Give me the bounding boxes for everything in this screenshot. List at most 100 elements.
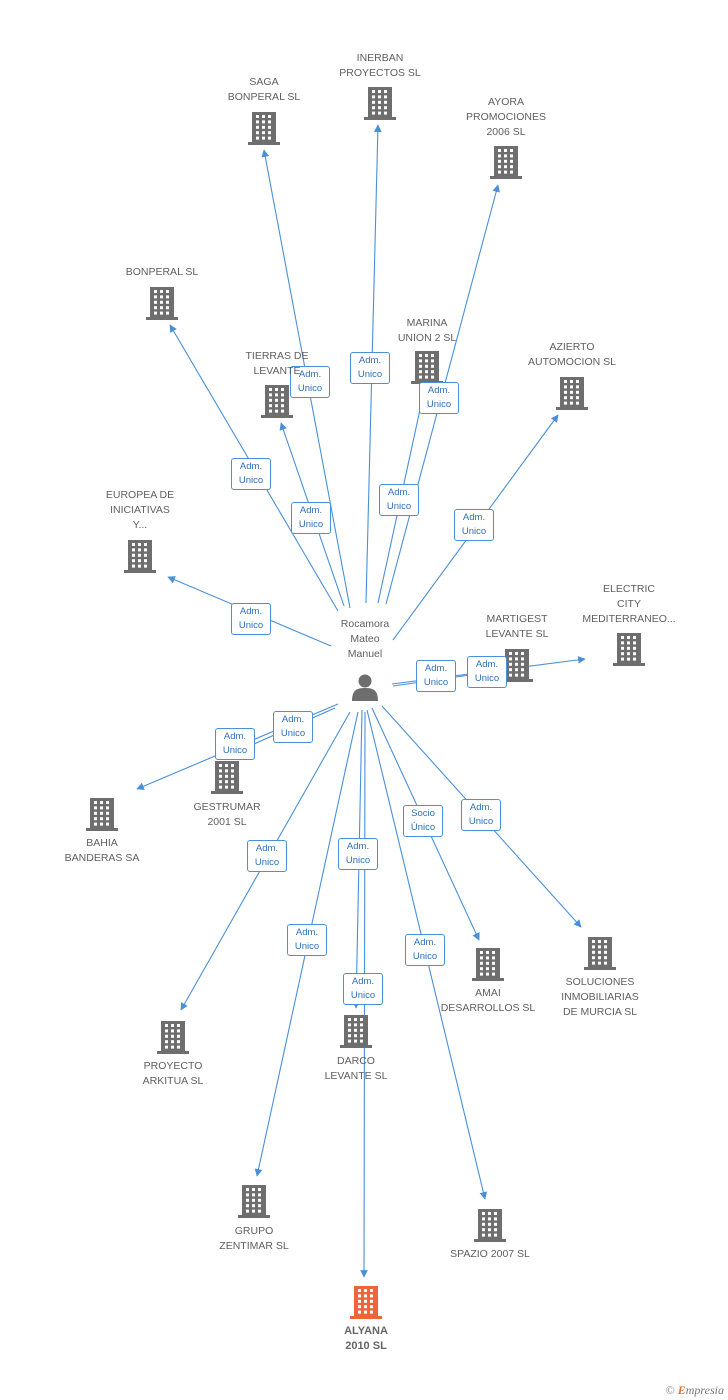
role-text: Adm.: [299, 505, 323, 516]
building-icon[interactable]: [472, 948, 504, 981]
role-badge-bonperal[interactable]: Adm.Unico: [231, 458, 271, 490]
role-badge-proyecto[interactable]: Adm.Unico: [247, 840, 287, 872]
person-icon[interactable]: [352, 674, 378, 702]
building-icon[interactable]: [248, 112, 280, 145]
role-text: Unico: [468, 816, 494, 827]
person-label-line: Mateo: [350, 633, 380, 645]
building-icon[interactable]: [584, 937, 616, 970]
company-label-martigest-line: LEVANTE SL: [485, 628, 549, 640]
building-icon[interactable]: [211, 761, 243, 794]
role-text: Adm.: [239, 606, 263, 617]
building-icon[interactable]: [340, 1015, 372, 1048]
company-label-bahia-line: BAHIA: [86, 837, 118, 849]
company-label-europea[interactable]: EUROPEA DE INICIATIVAS Y...: [106, 488, 174, 533]
company-label-bahia[interactable]: BAHIA BANDERAS SA: [65, 836, 140, 866]
building-icon[interactable]: [411, 351, 443, 384]
role-text: Adm.: [469, 802, 493, 813]
role-badge-zentimar[interactable]: Adm.Unico: [287, 924, 327, 956]
role-badge-tierras[interactable]: Adm. Unico: [291, 502, 331, 534]
role-badge-europea[interactable]: Adm.Unico: [231, 603, 271, 635]
company-label-zentimar-line: ZENTIMAR SL: [219, 1240, 289, 1252]
building-icon[interactable]: [613, 633, 645, 666]
role-badge-inerban[interactable]: Adm.Unico: [350, 352, 390, 384]
role-text: Unico: [386, 501, 412, 512]
role-badge-darco[interactable]: Adm.Unico: [343, 973, 383, 1005]
company-label-ayora[interactable]: AYORA PROMOCIONES 2006 SL: [466, 95, 546, 140]
role-text: Adm.: [351, 976, 375, 987]
role-text: Unico: [294, 941, 320, 952]
building-icon[interactable]: [501, 649, 533, 682]
company-label-bonperal[interactable]: BONPERAL SL: [126, 265, 199, 280]
building-icon[interactable]: [124, 540, 156, 573]
role-text: Unico: [254, 857, 280, 868]
role-badge-marina[interactable]: Adm.Unico: [379, 484, 419, 516]
role-text: Adm.: [346, 841, 370, 852]
role-text: Unico: [238, 475, 264, 486]
company-label-europea-line: Y...: [132, 519, 148, 531]
role-badge-spazio[interactable]: Adm. Unico: [405, 934, 445, 966]
company-label-ayora-line: PROMOCIONES: [466, 111, 546, 123]
company-label-zentimar-line: GRUPO: [234, 1225, 274, 1237]
role-text: Unico: [412, 951, 438, 962]
company-label-marina-line: MARINA: [406, 317, 448, 329]
company-label-darco-line: DARCO: [337, 1055, 375, 1067]
company-label-europea-line: INICIATIVAS: [110, 504, 170, 516]
building-icon[interactable]: [157, 1021, 189, 1054]
company-label-azierto-line: AZIERTO: [549, 341, 595, 353]
role-text: Unico: [298, 519, 324, 530]
company-label-soluciones-line: SOLUCIONES: [565, 976, 635, 988]
building-icon[interactable]: [556, 377, 588, 410]
company-label-tierras-line: LEVANTE: [253, 365, 301, 377]
role-badge-alyana[interactable]: Adm.Unico: [338, 838, 378, 870]
role-badge-gestrumar[interactable]: Adm.Unico: [273, 711, 313, 743]
building-icon[interactable]: [261, 385, 293, 418]
building-icon[interactable]: [350, 1286, 382, 1319]
company-label-azierto-line: AUTOMOCION SL: [528, 356, 616, 368]
building-icon[interactable]: [490, 146, 522, 179]
role-badge-ayora[interactable]: Adm.Unico: [419, 382, 459, 414]
role-text: Adm.: [358, 355, 382, 366]
company-label-ayora-line: AYORA: [488, 96, 524, 108]
role-text: Unico: [423, 677, 449, 688]
building-icon[interactable]: [364, 87, 396, 120]
role-badge-bahia[interactable]: Adm.Unico: [215, 728, 255, 760]
company-label-soluciones-line: DE MURCIA SL: [562, 1006, 638, 1018]
role-text: Unico: [474, 673, 500, 684]
building-icon[interactable]: [474, 1209, 506, 1242]
company-label-spazio[interactable]: SPAZIO 2007 SL: [450, 1247, 530, 1262]
company-label-electric-line: CITY: [617, 598, 641, 610]
building-icon[interactable]: [86, 798, 118, 831]
company-label-europea-line: EUROPEA DE: [105, 489, 175, 501]
role-text: Adm.: [462, 512, 486, 523]
role-badge-saga[interactable]: Adm.Unico: [290, 366, 330, 398]
role-badge-azierto[interactable]: Adm.Unico: [454, 509, 494, 541]
role-badge-soluciones[interactable]: Adm. Unico: [461, 799, 501, 831]
role-badge-martigest[interactable]: Adm. Unico: [416, 660, 456, 692]
company-label-azierto[interactable]: AZIERTO AUTOMOCION SL: [528, 340, 616, 370]
role-text: Adm.: [298, 369, 322, 380]
copyright-notice: © Empresia: [666, 1383, 724, 1398]
building-icon[interactable]: [146, 287, 178, 320]
company-label-amai-line: AMAI: [475, 987, 501, 999]
company-label-bahia-line: BANDERAS SA: [64, 852, 140, 864]
company-label-ayora-line: 2006 SL: [486, 126, 526, 138]
role-badge-electric[interactable]: Adm.Unico: [467, 656, 507, 688]
building-icon[interactable]: [238, 1185, 270, 1218]
role-text: Adm.: [413, 937, 437, 948]
company-label-zentimar[interactable]: GRUPO ZENTIMAR SL: [219, 1224, 288, 1254]
role-text: Adm.: [424, 663, 448, 674]
